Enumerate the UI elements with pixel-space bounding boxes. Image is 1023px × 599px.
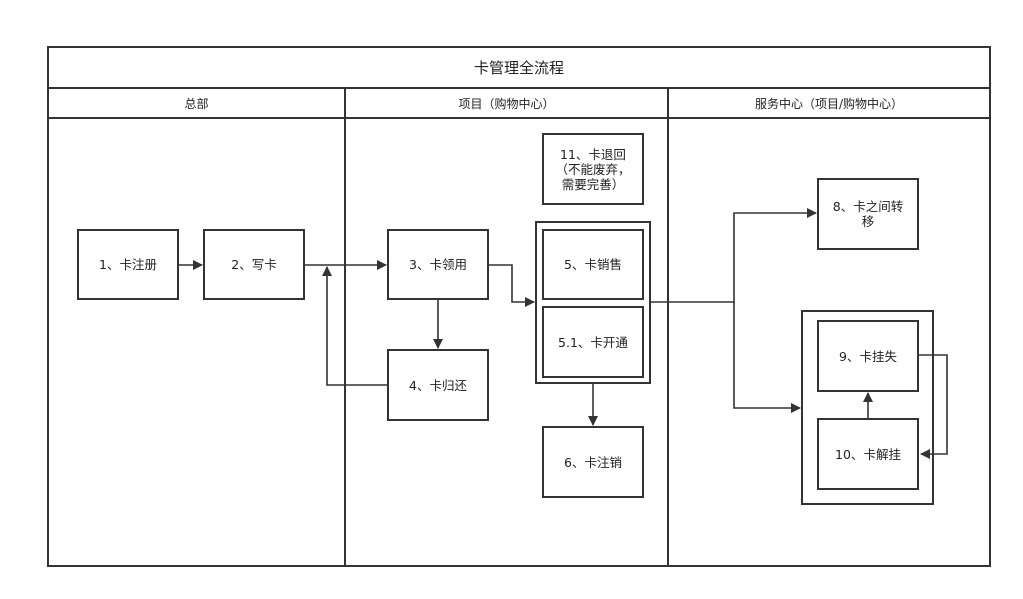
node-card-return[interactable]: 4、卡归还 bbox=[387, 349, 489, 421]
node-card-unfreeze[interactable]: 10、卡解挂 bbox=[817, 418, 919, 490]
lane-divider-1 bbox=[344, 88, 346, 566]
node-card-send-back[interactable]: 11、卡退回 （不能废弃， 需要完善） bbox=[542, 133, 644, 205]
node-card-sale[interactable]: 5、卡销售 bbox=[542, 229, 644, 300]
lane-title-service: 服务中心（项目/购物中心） bbox=[754, 96, 904, 111]
edge-claim-to-sale-group bbox=[489, 264, 535, 307]
swimlane-frame bbox=[47, 46, 991, 567]
node-card-register[interactable]: 1、卡注册 bbox=[77, 229, 179, 300]
edge-return-to-write bbox=[322, 266, 387, 386]
edge-loss-to-unfreeze bbox=[919, 354, 948, 459]
node-card-report-loss[interactable]: 9、卡挂失 bbox=[817, 320, 919, 392]
lane-header-divider bbox=[48, 117, 990, 119]
node-card-claim[interactable]: 3、卡领用 bbox=[387, 229, 489, 300]
lane-divider-2 bbox=[667, 88, 669, 566]
lane-title-hq: 总部 bbox=[184, 96, 209, 111]
lane-title-project: 项目（购物中心） bbox=[458, 96, 555, 111]
node-card-cancel[interactable]: 6、卡注销 bbox=[542, 426, 644, 498]
edge-sale-group-to-transfer bbox=[651, 208, 817, 303]
node-card-transfer[interactable]: 8、卡之间转 移 bbox=[817, 178, 919, 250]
diagram-title: 卡管理全流程 bbox=[473, 59, 564, 77]
edge-sale-group-to-loss-group bbox=[733, 302, 801, 413]
title-divider bbox=[48, 87, 990, 89]
node-write-card[interactable]: 2、写卡 bbox=[203, 229, 305, 300]
node-card-activate[interactable]: 5.1、卡开通 bbox=[542, 306, 644, 378]
